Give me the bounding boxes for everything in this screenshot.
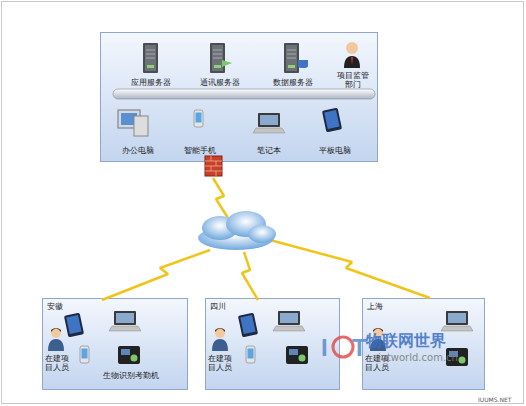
node-label: 数据服务器 — [268, 78, 318, 87]
server-panel: 应用服务器 通讯服务器 数据服务器 项目监管部门办公电脑 智能手机 笔记本 平板电脑 — [100, 32, 378, 162]
illustration-part — [202, 216, 238, 240]
node-label: 在建项目人员 — [45, 354, 73, 372]
watermark-text: 物联网世界 — [366, 331, 446, 352]
lightning-links — [102, 178, 430, 300]
node-label: 平板电脑 — [310, 146, 360, 155]
node-label: 智能手机 — [175, 146, 225, 155]
node-label: 应用服务器 — [126, 78, 176, 87]
watermark-url: iotworld.com.cn — [378, 352, 458, 363]
illustration-part — [270, 240, 430, 298]
site-heading: 上海 — [367, 302, 407, 311]
illustration-part — [248, 225, 276, 243]
site-heading: 四川 — [210, 302, 250, 311]
site-box: 安徽在建项目人员生物识别考勤机 — [42, 298, 188, 390]
illustration-part — [102, 250, 210, 300]
node-label: 办公电脑 — [113, 146, 163, 155]
node-label: 项目监管部门 — [335, 71, 371, 89]
illustration-part — [226, 211, 266, 237]
node-label: 通讯服务器 — [195, 78, 245, 87]
illustration-part — [198, 226, 274, 250]
cloud-icon — [198, 211, 276, 250]
node-label: 生物识别考勤机 — [91, 371, 171, 380]
illustration-part — [242, 252, 258, 300]
site-watermark: IUUMS.NET — [478, 396, 511, 403]
site-box: 四川在建项目人员 — [205, 298, 340, 390]
node-label: 在建项目人员 — [208, 354, 236, 372]
illustration-part — [213, 178, 228, 218]
site-heading: 安徽 — [47, 302, 87, 311]
node-label: 笔记本 — [244, 146, 294, 155]
